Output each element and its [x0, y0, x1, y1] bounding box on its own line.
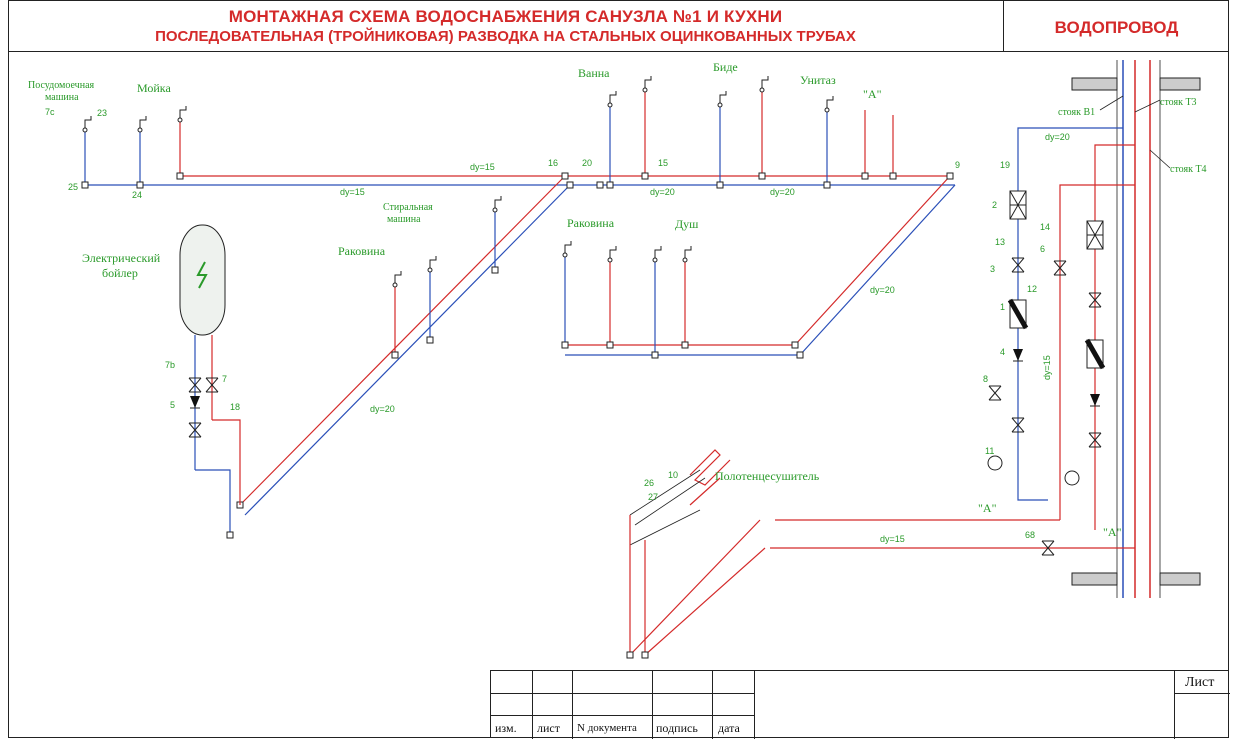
- shower-label: Душ: [675, 217, 699, 231]
- dy-label: dy=20: [770, 187, 795, 197]
- mark-label: 12: [1027, 284, 1037, 294]
- dishwasher-label-1: Посудомоечная: [28, 80, 95, 91]
- slab-bottom-left: [1071, 572, 1118, 586]
- washer-label-2: машина: [387, 214, 421, 225]
- mark-label: 7b: [165, 360, 175, 370]
- dy-label: dy=15: [470, 162, 495, 172]
- washbasin-left-label: Раковина: [338, 244, 386, 258]
- riser-b1-label: стояк В1: [1058, 107, 1095, 118]
- mark-label: 2: [992, 200, 997, 210]
- bolt-icon: [196, 261, 208, 289]
- point-a-label: "А": [978, 501, 997, 515]
- drawing-title: МОНТАЖНАЯ СХЕМА ВОДОСНАБЖЕНИЯ САНУЗЛА №1…: [228, 7, 783, 26]
- riser-t3-label: стояк Т3: [1160, 97, 1197, 108]
- title-block: МОНТАЖНАЯ СХЕМА ВОДОСНАБЖЕНИЯ САНУЗЛА №1…: [8, 0, 1004, 52]
- mark-label: 4: [1000, 347, 1005, 357]
- mark-label: 23: [97, 108, 107, 118]
- meter-assembly-cold: "А" "А": [978, 190, 1122, 556]
- riser-t4-label: стояк Т4: [1170, 164, 1207, 175]
- mark-label: 20: [582, 158, 592, 168]
- riser-branches: dy=20 dy=15 dy=15: [770, 127, 1135, 549]
- mark-label: 1: [1000, 302, 1005, 312]
- mark-label: 25: [68, 182, 78, 192]
- drawing-frame: [8, 0, 1229, 738]
- stamp-data: дата: [718, 721, 740, 735]
- slab-top-left: [1071, 77, 1118, 91]
- mark-label: 7c: [45, 107, 55, 117]
- towel-dryer-label: Полотенцесушитель: [715, 469, 820, 483]
- dishwasher-label-2: машина: [45, 92, 79, 103]
- stamp-ndoc: N документа: [577, 722, 637, 734]
- mark-label: 27: [648, 492, 658, 502]
- washbasin-mid-label: Раковина: [567, 216, 615, 230]
- kitchen-sink-label: Мойка: [137, 81, 171, 95]
- mark-label: 9: [955, 160, 960, 170]
- boiler-group: Электрический бойлер: [82, 224, 241, 539]
- mark-label: 11: [985, 446, 994, 456]
- stamp-block: изм. лист N документа подпись дата Лист: [490, 670, 1230, 739]
- mark-label: 16: [548, 158, 558, 168]
- boiler-label-1: Электрический: [82, 251, 161, 265]
- dy-label: dy=20: [650, 187, 675, 197]
- mark-label: 8: [983, 374, 988, 384]
- mark-label: 10: [668, 470, 678, 480]
- slab-bottom-right: [1159, 572, 1201, 586]
- dy-label: dy=15: [880, 534, 905, 544]
- mark-label: 19: [1000, 160, 1010, 170]
- stamp-podpis: подпись: [656, 721, 698, 735]
- dy-label: dy=15: [1042, 355, 1052, 380]
- point-a-label: "А": [1103, 525, 1122, 539]
- boiler-label-2: бойлер: [102, 266, 138, 280]
- mark-label: 14: [1040, 222, 1050, 232]
- bath-label: Ванна: [578, 66, 610, 80]
- mark-label: 26: [644, 478, 654, 488]
- mark-label: 6: [1040, 244, 1045, 254]
- position-marks: 7c 23 25 24 16 15 20 9 19 2 13 3 12 1 4 …: [45, 107, 1050, 540]
- fixture-labels: Посудомоечная машина Мойка Ванна Биде Ун…: [28, 60, 882, 258]
- stamp-izm: изм.: [495, 721, 517, 735]
- stamp-sheet: Лист: [1185, 675, 1215, 690]
- drawing-subtitle: ПОСЛЕДОВАТЕЛЬНАЯ (ТРОЙНИКОВАЯ) РАЗВОДКА …: [155, 28, 856, 45]
- washer-label-1: Стиральная: [383, 202, 433, 213]
- mark-label: 18: [230, 402, 240, 412]
- dy-label: dy=15: [340, 187, 365, 197]
- fixture-drops: [81, 75, 954, 509]
- point-a-label: "А": [863, 87, 882, 101]
- towel-dryer-group: Полотенцесушитель: [626, 449, 820, 659]
- dy-label: dy=20: [370, 404, 395, 414]
- mark-label: 13: [995, 237, 1005, 247]
- mark-label: 5: [170, 400, 175, 410]
- bidet-label: Биде: [713, 60, 738, 74]
- dy-label: dy=20: [1045, 132, 1070, 142]
- stamp-list: лист: [537, 721, 560, 735]
- mark-label: 15: [658, 158, 668, 168]
- section-badge: ВОДОПРОВОД: [1004, 0, 1229, 52]
- mark-label: 7: [222, 374, 227, 384]
- mark-label: 3: [990, 264, 995, 274]
- dy-label: dy=20: [870, 285, 895, 295]
- riser-group: стояк В1 стояк Т3 стояк Т4: [1058, 60, 1207, 598]
- mark-label: 24: [132, 190, 142, 200]
- mark-label: 68: [1025, 530, 1035, 540]
- main-top-run: dy=15 dy=15 dy=20 dy=20 dy=20 dy=20: [85, 162, 956, 516]
- slab-top-right: [1159, 77, 1201, 91]
- toilet-label: Унитаз: [800, 73, 836, 87]
